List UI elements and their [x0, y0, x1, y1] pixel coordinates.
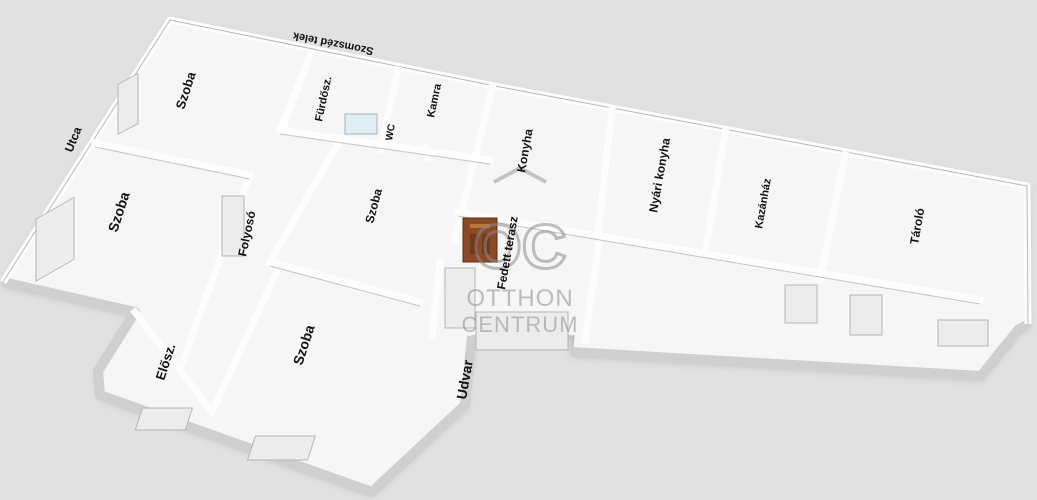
watermark-roof-icon — [493, 165, 547, 184]
windows — [35, 72, 989, 461]
window — [849, 294, 883, 336]
room-label-tarolo: Tároló — [907, 207, 927, 246]
window — [134, 407, 194, 431]
watermark-line1: OTTHON — [466, 285, 573, 312]
watermark-line2: CENTRUM — [462, 312, 579, 337]
window — [784, 284, 818, 324]
watermark: OC OTTHON CENTRUM — [462, 165, 579, 337]
interior-wall-edges — [94, 133, 981, 307]
window — [475, 311, 569, 351]
window — [444, 267, 476, 329]
window — [246, 435, 316, 461]
site-label-utca: Utca — [62, 124, 85, 154]
window — [937, 319, 989, 347]
bathtub — [344, 113, 378, 135]
window — [117, 72, 139, 136]
room-label-wc: WC — [384, 123, 398, 141]
interior-walls — [90, 50, 985, 417]
window — [35, 196, 75, 283]
window — [221, 195, 245, 257]
watermark-monogram: OC — [474, 213, 567, 282]
site-label-udvar: Udvar — [453, 358, 476, 400]
entrance-door — [462, 217, 498, 263]
